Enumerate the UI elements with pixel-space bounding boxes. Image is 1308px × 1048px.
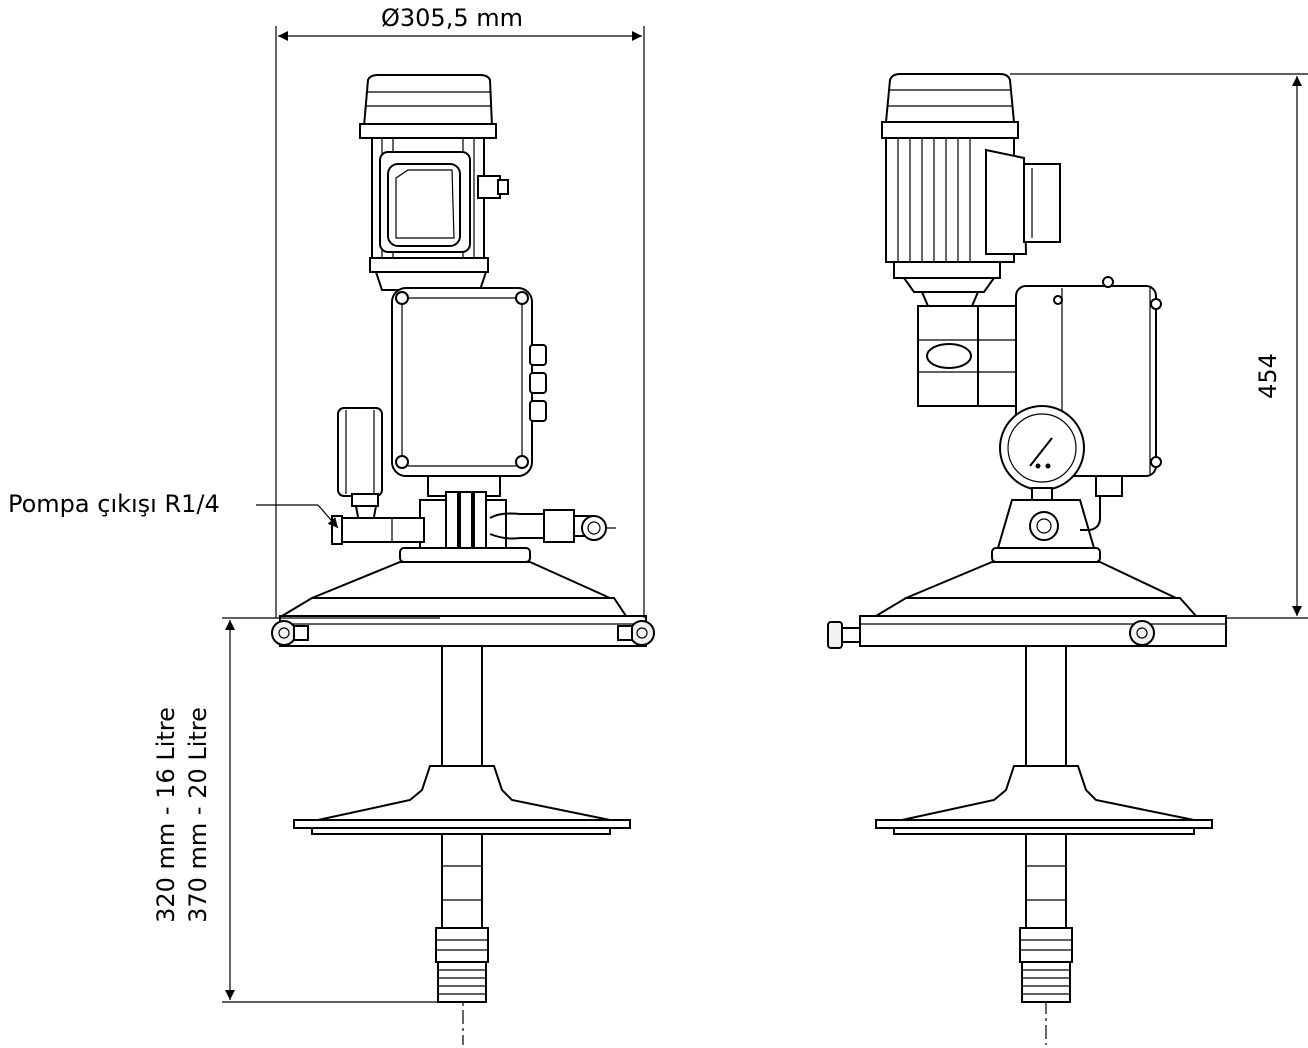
diameter-dimension: Ø305,5 mm — [275, 4, 645, 618]
side-drum-lid — [827, 561, 1227, 649]
side-suction-tube — [875, 645, 1213, 1003]
height-label: 454 — [1254, 353, 1282, 399]
side-motor — [881, 73, 1061, 293]
callout-leader-arrow — [317, 504, 339, 529]
front-view — [271, 74, 655, 1045]
front-drum-lid — [271, 561, 655, 647]
side-pump-body — [991, 496, 1101, 563]
length-label-16: 320 mm - 16 Litre — [152, 707, 180, 923]
diameter-label: Ø305,5 mm — [381, 4, 523, 32]
height-dimension: 454 — [1010, 73, 1308, 619]
front-motor — [359, 74, 509, 291]
front-pressure-gauge — [337, 407, 383, 529]
length-label-20: 370 mm - 20 Litre — [184, 707, 212, 923]
front-pump-body — [331, 475, 616, 563]
pump-outlet-label: Pompa çıkışı R1/4 — [8, 490, 220, 518]
side-view — [827, 73, 1227, 1045]
front-suction-tube — [293, 645, 631, 1003]
pump-outlet-callout: Pompa çıkışı R1/4 — [8, 490, 339, 529]
front-control-box — [391, 287, 547, 477]
side-coupling — [917, 291, 1017, 407]
side-pressure-gauge — [999, 405, 1085, 503]
length-dimension: 320 mm - 16 Litre 370 mm - 20 Litre — [152, 617, 440, 1003]
